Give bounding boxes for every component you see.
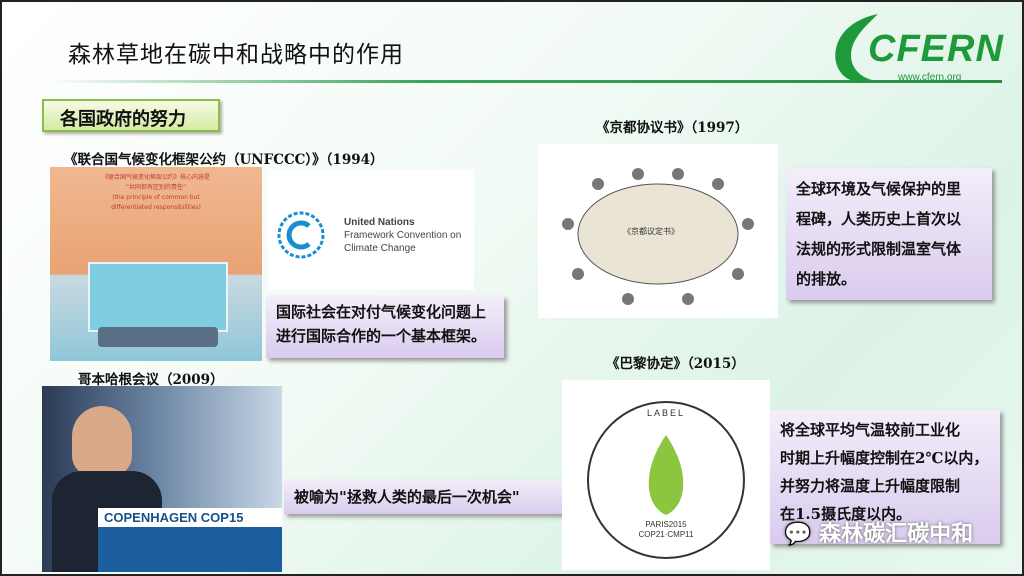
screen	[88, 262, 228, 332]
paris-logo-line: PARIS2015	[645, 520, 687, 529]
kyoto-label: 《京都协议书》（1997）	[596, 120, 749, 136]
paris-callout: 将全球平均气温较前工业化 时期上升幅度控制在2℃以内， 并努力将温度上升幅度限制…	[770, 410, 1000, 544]
copenhagen-label: 哥本哈根会议（2009）	[78, 372, 224, 388]
callout-line: 的排放。	[796, 270, 857, 288]
unfccc-logo-image: United Nations Framework Convention on C…	[268, 170, 474, 290]
leaf-icon	[835, 14, 878, 83]
paris-logo-image: LABEL PARIS2015 COP21·CMP11	[562, 380, 770, 570]
unfccc-emblem-icon	[277, 211, 325, 259]
un-line: Climate Change	[344, 243, 416, 254]
callout-line: 程碑，人类历史上首次以	[796, 210, 962, 228]
table-text: 《京都议定书》	[623, 227, 679, 236]
watermark-text: 森林碳汇碳中和	[819, 522, 974, 547]
section-tab: 各国政府的努力	[42, 99, 220, 132]
cfern-logo: CFERN www.cfern.org	[828, 10, 1003, 88]
callout-line: 法规的形式限制温室气体	[796, 240, 962, 258]
poster-line: (the principle of common but	[112, 194, 200, 201]
unfccc-label: 《联合国气候变化框架公约（UNFCCC）》（1994）	[64, 152, 384, 168]
paris-label: 《巴黎协定》（2015）	[606, 356, 745, 372]
round-table-illustration	[562, 168, 754, 305]
poster-line: differentiated responsibilities)	[111, 204, 201, 211]
podium-text: COPENHAGEN COP15	[98, 508, 282, 527]
paris-logo-line: COP21·CMP11	[638, 530, 694, 539]
poster-line: “共同但有区别的责任”	[125, 184, 187, 191]
logo-url: www.cfern.org	[898, 72, 962, 83]
callout-line: 在1.5摄氏度以内。	[780, 505, 912, 523]
paris-logo-top: LABEL	[646, 408, 686, 418]
callout-line: 并努力将温度上升幅度限制	[780, 477, 961, 495]
logo-text: CFERN	[868, 28, 1004, 70]
speaker	[72, 406, 132, 476]
copenhagen-speech-image: COPENHAGEN COP15	[42, 386, 282, 572]
wechat-icon: 💬	[784, 522, 812, 547]
paris-label-emblem	[587, 401, 745, 559]
callout-line: 进行国际合作的一个基本框架。	[276, 327, 487, 345]
un-line: United Nations	[344, 217, 415, 228]
callout-line: 全球环境及气候保护的里	[796, 180, 962, 198]
callout-line: 将全球平均气温较前工业化	[780, 421, 961, 439]
wechat-watermark: 💬 森林碳汇碳中和	[784, 516, 973, 548]
copenhagen-callout: 被喻为"拯救人类的最后一次机会"	[284, 480, 562, 514]
un-line: Framework Convention on	[344, 230, 462, 241]
title-divider	[42, 80, 1002, 83]
callout-line: 时期上升幅度控制在2℃以内，	[780, 449, 989, 467]
callout-line: 国际社会在对付气候变化问题上	[276, 303, 487, 321]
poster-line: 《联合国气候变化框架公约》核心内容是	[101, 174, 210, 181]
unfccc-signing-image: 《联合国气候变化框架公约》核心内容是 “共同但有区别的责任” (the prin…	[50, 167, 262, 361]
slide-title: 森林草地在碳中和战略中的作用	[68, 42, 404, 68]
unfccc-callout: 国际社会在对付气候变化问题上 进行国际合作的一个基本框架。	[266, 296, 504, 358]
podium: COPENHAGEN COP15	[98, 508, 282, 572]
people	[98, 327, 218, 347]
kyoto-table-image: 《京都议定书》	[538, 144, 778, 318]
kyoto-callout: 全球环境及气候保护的里 程碑，人类历史上首次以 法规的形式限制温室气体 的排放。	[786, 168, 992, 300]
